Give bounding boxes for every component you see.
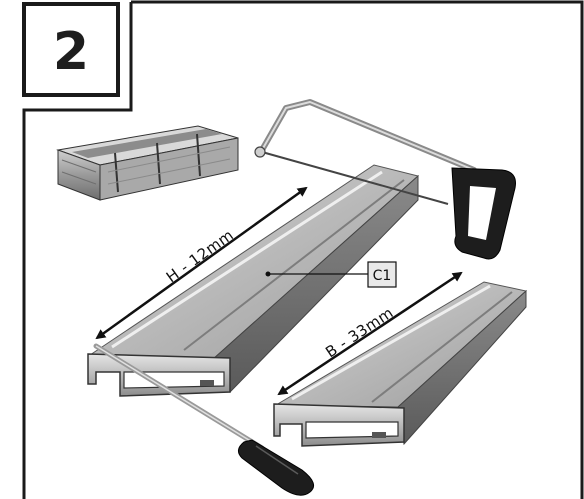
step-frame bbox=[22, 0, 584, 499]
callout-label: C1 bbox=[373, 268, 392, 284]
miter-box-icon bbox=[56, 125, 239, 201]
hacksaw-icon bbox=[254, 99, 516, 260]
step-number: 2 bbox=[53, 22, 89, 82]
step-number-box: 2 bbox=[22, 2, 120, 97]
screwdriver-icon bbox=[93, 343, 315, 496]
callout-c1: C1 bbox=[265, 261, 397, 288]
